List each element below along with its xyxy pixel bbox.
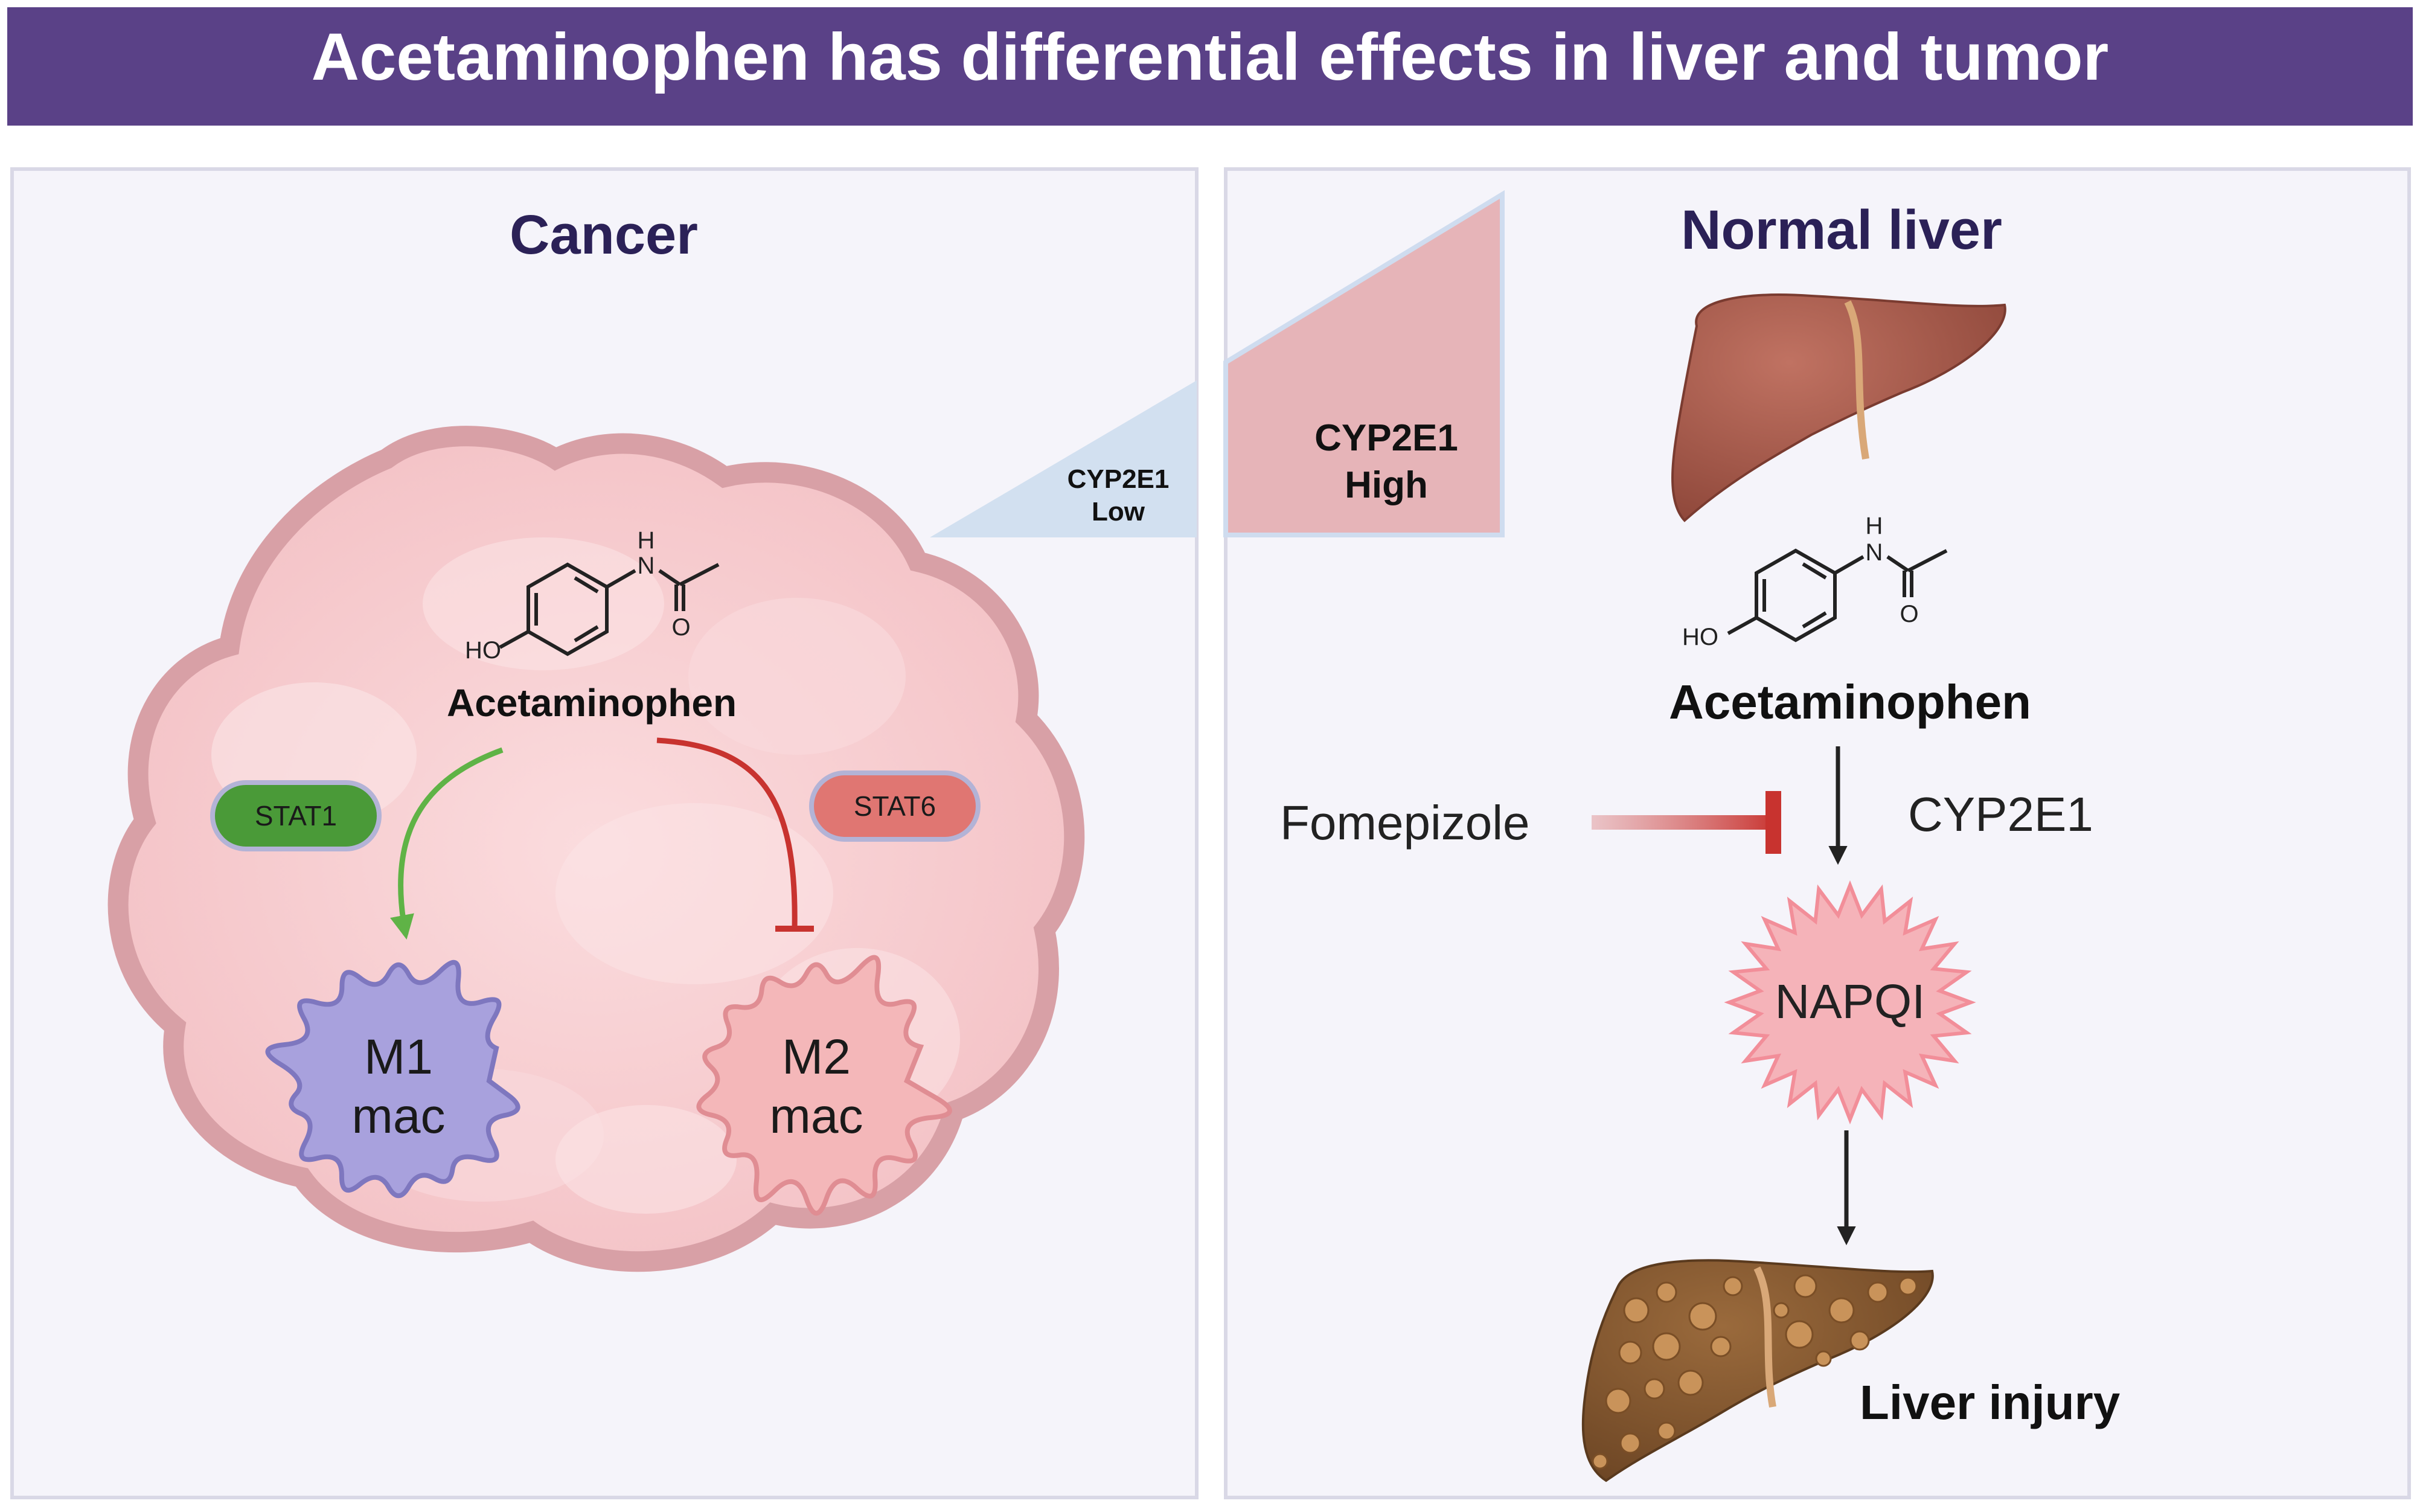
cancer-heading: Cancer	[510, 204, 698, 266]
fomepizole-inhibition-line	[1592, 815, 1779, 830]
m1-macrophage	[265, 959, 520, 1199]
napqi-starburst	[1724, 880, 1976, 1125]
fomepizole-label: Fomepizole	[1280, 796, 1530, 850]
acetaminophen-structure-left	[499, 562, 720, 656]
cyp2e1-low-wedge	[930, 380, 1197, 537]
cyp2e1-high-wedge	[1223, 190, 1505, 537]
activation-arrow-m1	[390, 747, 504, 940]
acetaminophen-label-right: Acetaminophen	[1669, 675, 2031, 729]
acetaminophen-structure-right	[1727, 548, 1948, 642]
stat6-label: STAT6	[854, 790, 936, 822]
fomepizole-inhibition-bar	[1765, 791, 1781, 854]
stat1-label: STAT1	[255, 800, 337, 831]
stat6-badge	[809, 770, 981, 842]
cyp2e1-low-label: CYP2E1	[1068, 464, 1170, 494]
oxygen-label-right: O	[1900, 601, 1918, 627]
m1-label-line1: M1	[364, 1030, 433, 1084]
cyp2e1-enzyme-label: CYP2E1	[1908, 787, 2093, 841]
nitrogen-label-right: N	[1866, 539, 1883, 566]
hydrogen-label-right: H	[1866, 513, 1883, 539]
m2-macrophage	[696, 955, 952, 1216]
hydrogen-label-left: H	[638, 527, 655, 554]
cyp2e1-high-label: CYP2E1	[1314, 417, 1458, 459]
figure-title: Acetaminophen has differential effects i…	[312, 20, 2109, 94]
acetaminophen-label-left: Acetaminophen	[447, 681, 737, 725]
napqi-label: NAPQI	[1775, 975, 1925, 1028]
cyp2e1-high-sublabel: High	[1345, 464, 1428, 506]
oxygen-label-left: O	[671, 614, 690, 641]
m1-label-line2: mac	[352, 1089, 446, 1144]
m2-label-line1: M2	[782, 1030, 851, 1084]
inhibition-arrow-m2	[656, 737, 798, 929]
normal-liver-heading: Normal liver	[1681, 199, 2002, 261]
healthy-liver-icon	[1671, 293, 2006, 522]
title-bar	[7, 7, 2413, 126]
m2-label-line2: mac	[770, 1089, 863, 1144]
cyp2e1-low-sublabel: Low	[1092, 497, 1145, 527]
nitrogen-label-left: N	[638, 553, 655, 579]
hydroxyl-label-right: HO	[1682, 624, 1718, 650]
injured-liver-icon	[1581, 1259, 1934, 1482]
stat1-badge	[210, 780, 382, 851]
liver-injury-label: Liver injury	[1860, 1376, 2121, 1429]
hydroxyl-label-left: HO	[465, 637, 501, 664]
